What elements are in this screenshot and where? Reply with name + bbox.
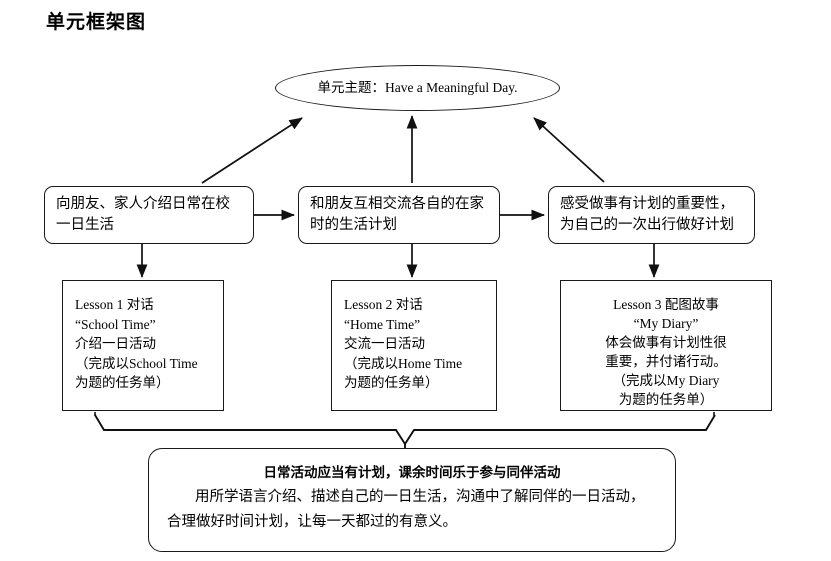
lesson-3-line-1: Lesson 3 配图故事 (613, 297, 719, 312)
goal-box-3-label: 感受做事有计划的重要性，为自己的一次出行做好计划 (560, 196, 734, 233)
lesson-box-2: Lesson 2 对话 “Home Time” 交流一日活动 （完成以Home … (331, 280, 497, 411)
goal-box-2: 和朋友互相交流各自的在家时的生活计划 (298, 186, 500, 244)
lesson-3-line-5: （完成以My Diary (612, 373, 720, 388)
goal-box-2-label: 和朋友互相交流各自的在家时的生活计划 (310, 196, 484, 233)
goal-box-1: 向朋友、家人介绍日常在校一日生活 (44, 186, 254, 244)
lesson-3-line-3: 体会做事有计划性很 (605, 335, 727, 350)
lesson-1-line-2: “School Time” (75, 316, 156, 332)
lesson-2-line-2: “Home Time” (344, 316, 421, 332)
arrow-goal1-to-theme (201, 117, 303, 184)
page-title: 单元框架图 (46, 12, 147, 33)
summary-brace (94, 414, 716, 446)
summary-body-line-2: 合理做好时间计划，让每一天都过的有意义。 (167, 514, 457, 530)
lesson-3-line-2: “My Diary” (633, 316, 699, 331)
lesson-1-line-1: Lesson 1 对话 (75, 297, 154, 312)
unit-theme-ellipse: 单元主题：Have a Meaningful Day. (275, 65, 560, 111)
summary-box: 日常活动应当有计划，课余时间乐于参与同伴活动 用所学语言介绍、描述自己的一日生活… (148, 448, 676, 552)
lesson-2-line-4: （完成以Home Time (344, 355, 463, 371)
arrow-goal3-to-theme (533, 117, 605, 183)
lesson-2-line-3: 交流一日活动 (344, 336, 425, 351)
goal-box-3: 感受做事有计划的重要性，为自己的一次出行做好计划 (548, 186, 755, 244)
lesson-1-line-5: 为题的任务单） (75, 375, 170, 390)
lesson-3-line-6: 为题的任务单） (618, 392, 714, 407)
lesson-2-line-5: 为题的任务单） (344, 375, 439, 390)
lesson-1-line-3: 介绍一日活动 (75, 336, 156, 351)
summary-heading: 日常活动应当有计划，课余时间乐于参与同伴活动 (263, 465, 561, 480)
summary-body-line-1: 用所学语言介绍、描述自己的一日生活，沟通中了解同伴的一日活动， (195, 489, 645, 505)
lesson-2-line-1: Lesson 2 对话 (344, 297, 423, 312)
lesson-box-3: Lesson 3 配图故事 “My Diary” 体会做事有计划性很 重要，并付… (560, 280, 772, 411)
lesson-box-1: Lesson 1 对话 “School Time” 介绍一日活动 （完成以Sch… (62, 280, 224, 411)
lesson-1-line-4: （完成以School Time (75, 355, 198, 371)
unit-theme-label: 单元主题：Have a Meaningful Day. (317, 80, 518, 95)
lesson-3-line-4: 重要，并付诸行动。 (605, 354, 727, 369)
goal-box-1-label: 向朋友、家人介绍日常在校一日生活 (56, 196, 230, 233)
